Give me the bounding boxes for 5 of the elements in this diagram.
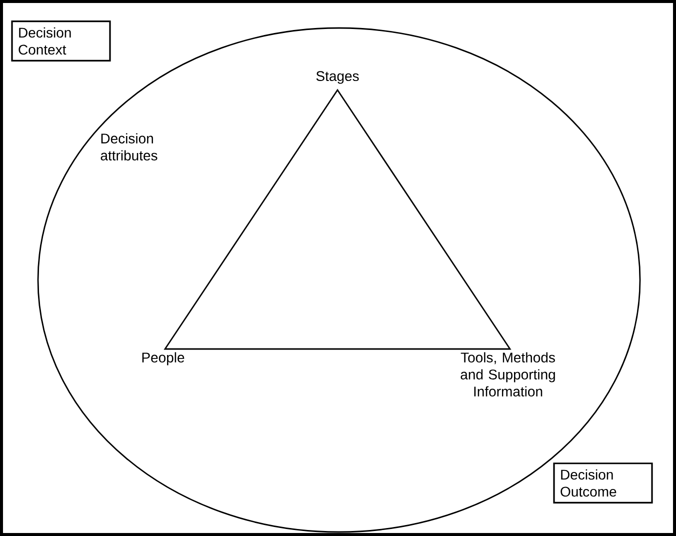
- text-box: Decision Outcome: [553, 462, 653, 504]
- vertex-label: People: [142, 352, 184, 366]
- text-box: Decision Context: [11, 20, 111, 62]
- vertex-label: Tools, Methods and Supporting Information: [460, 352, 555, 396]
- text-label: Decision attributes: [100, 133, 158, 160]
